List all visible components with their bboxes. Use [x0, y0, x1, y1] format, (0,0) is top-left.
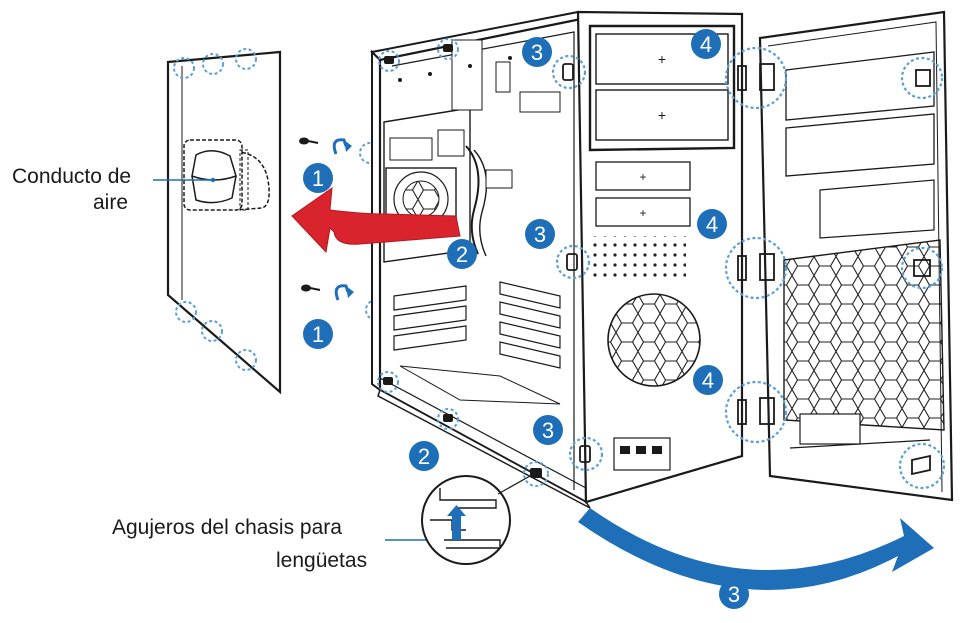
- svg-text:3: 3: [728, 582, 740, 607]
- front-tab-circles: [551, 46, 946, 490]
- air-duct-label-line1: Conducto de: [12, 165, 132, 188]
- svg-text:4: 4: [706, 212, 718, 237]
- svg-text:3: 3: [531, 40, 543, 65]
- svg-text:+: +: [658, 107, 666, 123]
- tab-hole-detail: [421, 475, 531, 565]
- svg-text:4: 4: [702, 368, 714, 393]
- chassis-holes-label-line1: Agujeros del chasis para: [112, 516, 342, 539]
- step-badge-3: 3: [719, 579, 749, 609]
- svg-text:+: +: [658, 51, 666, 67]
- screw-top: [299, 137, 381, 164]
- svg-text:4: 4: [700, 32, 712, 57]
- step-badge-3: 3: [522, 37, 552, 67]
- svg-text:1: 1: [312, 322, 324, 347]
- svg-text:2: 2: [418, 444, 430, 469]
- step-badge-2: 2: [409, 441, 439, 471]
- svg-text:+: +: [639, 206, 646, 220]
- svg-text:1: 1: [312, 166, 324, 191]
- chassis-holes-label-line2: lengüetas: [276, 549, 368, 572]
- step-badge-2: 2: [447, 239, 477, 269]
- chassis-tab-circles: [377, 38, 549, 487]
- chassis-tabs: [383, 44, 542, 478]
- step-badge-3: 3: [533, 415, 563, 445]
- svg-text:+: +: [639, 170, 646, 184]
- step-badge-1: 1: [303, 319, 333, 349]
- svg-text:2: 2: [456, 242, 468, 267]
- step-badge-4: 4: [691, 29, 721, 59]
- step-badge-4: 4: [693, 365, 723, 395]
- red-removal-arrow: [291, 186, 461, 254]
- front-bezel: [758, 10, 954, 502]
- step-badge-1: 1: [303, 163, 333, 193]
- side-panel: [166, 50, 282, 395]
- svg-text:3: 3: [534, 222, 546, 247]
- step-badge-4: 4: [697, 209, 727, 239]
- svg-text:3: 3: [542, 418, 554, 443]
- panel-tab-circles: [173, 48, 257, 371]
- step-badge-3: 3: [525, 219, 555, 249]
- step-badges: 1 1 2 2 3 3 3 3 4 4 4: [303, 29, 749, 609]
- air-duct-label-line2: aire: [93, 191, 129, 214]
- front-tabs: [562, 63, 931, 476]
- air-duct: [183, 139, 270, 211]
- chassis-front: + + + +: [576, 10, 744, 504]
- blue-rotation-arrow: [578, 508, 934, 590]
